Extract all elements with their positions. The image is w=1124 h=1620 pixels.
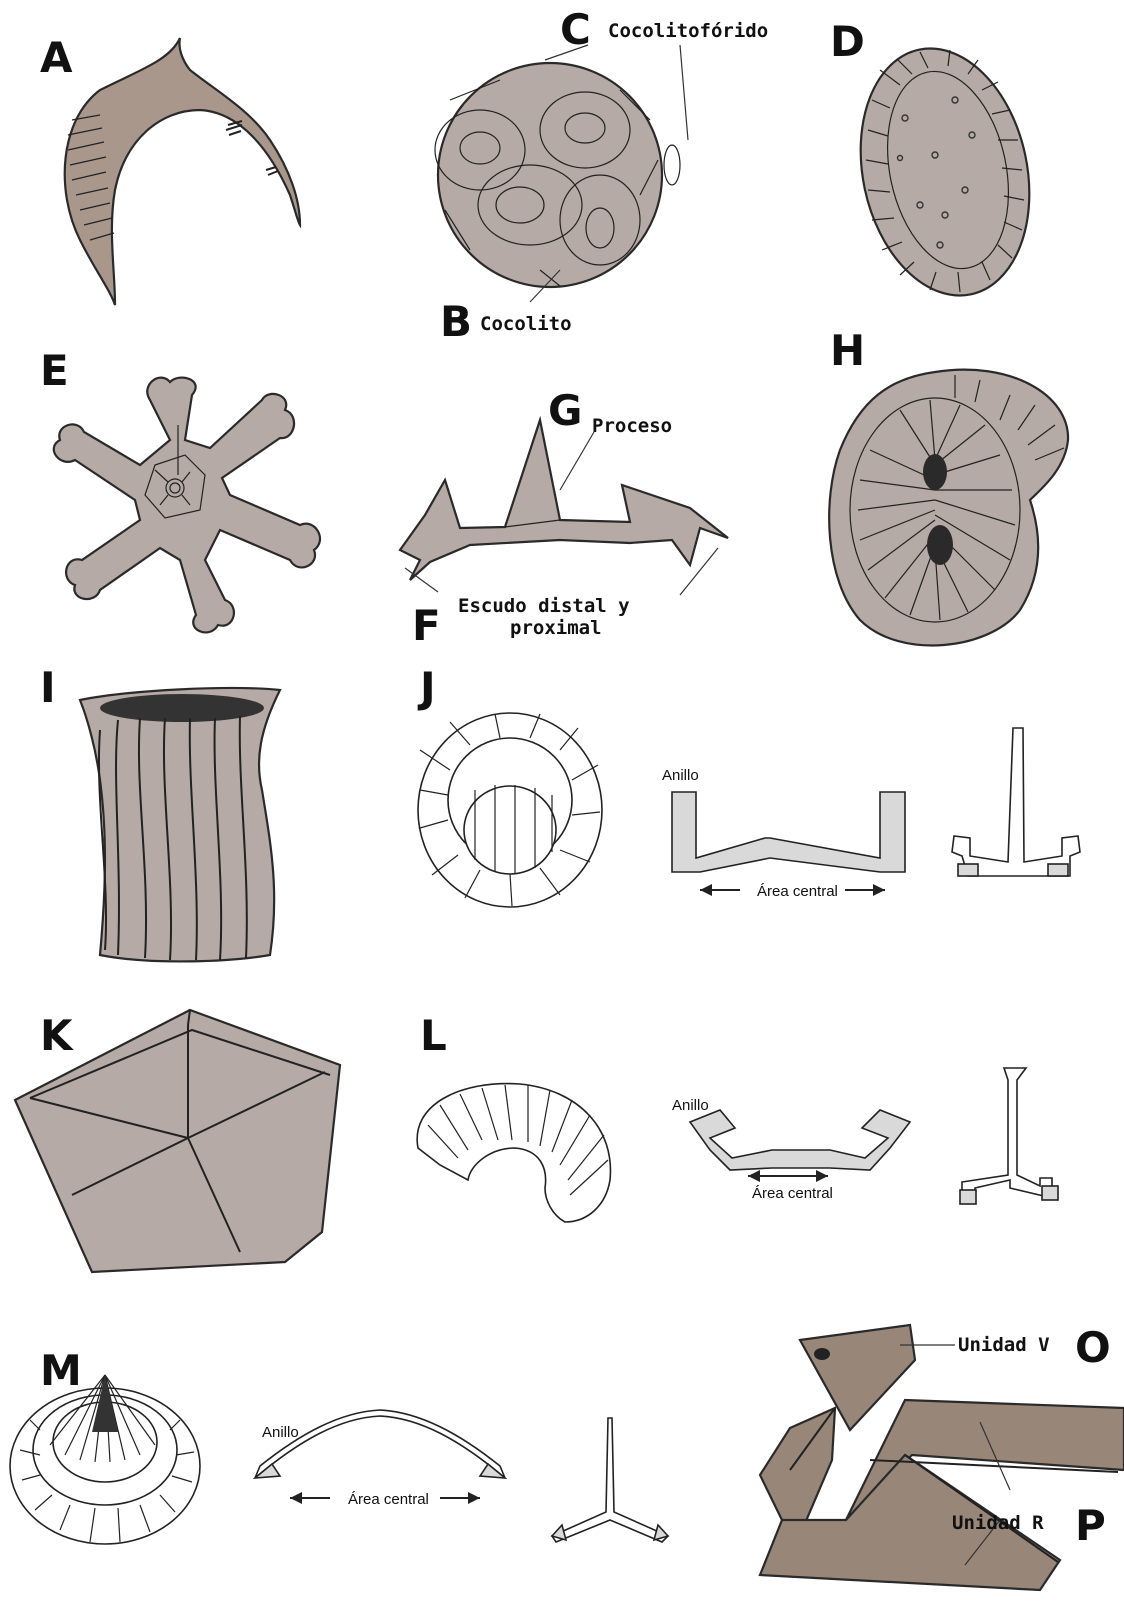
label-unidad-v: Unidad V — [958, 1334, 1050, 1356]
m-area-arrowhead-right — [468, 1492, 480, 1504]
figure-l-ring — [417, 1084, 610, 1222]
panel-label-d: D — [830, 17, 865, 66]
l-area-arrowhead-left — [748, 1170, 760, 1182]
l-area-arrowhead-right — [816, 1170, 828, 1182]
figure-c-coccosphere — [435, 63, 680, 287]
figure-e — [54, 378, 320, 633]
label-proceso: Proceso — [592, 415, 672, 437]
figure-m-process — [552, 1418, 668, 1542]
panel-label-a: A — [40, 33, 73, 82]
panel-label-g: G — [548, 386, 582, 435]
figure-o-p — [760, 1325, 1124, 1590]
m-label-area-central: Área central — [348, 1491, 429, 1508]
figure-j-process — [952, 728, 1080, 876]
panel-label-c: C — [560, 5, 591, 54]
j-label-anillo: Anillo — [662, 767, 699, 784]
figure-m-section — [255, 1410, 505, 1478]
leader-coccolithophore-2 — [680, 45, 688, 140]
leader-proceso — [560, 432, 594, 490]
figure-i — [80, 688, 280, 961]
m-area-arrowhead-left — [290, 1492, 302, 1504]
figure-l-process — [960, 1068, 1058, 1204]
label-cocolitoforido: Cocolitofórido — [608, 20, 768, 42]
l-label-anillo: Anillo — [672, 1097, 709, 1114]
l-label-area-central: Área central — [752, 1185, 833, 1202]
panel-label-p: P — [1075, 1501, 1106, 1550]
panel-label-o: O — [1075, 1323, 1111, 1372]
m-label-anillo: Anillo — [262, 1424, 299, 1441]
panel-label-k: K — [40, 1011, 74, 1060]
figure-j-section — [672, 792, 905, 872]
j-label-area-central: Área central — [757, 883, 838, 900]
panel-label-h: H — [830, 326, 865, 375]
figure-a — [65, 38, 300, 305]
j-area-arrowhead-right — [873, 884, 885, 896]
panel-label-b: B — [440, 297, 472, 346]
label-escudo-line1: Escudo distal y — [458, 595, 630, 617]
label-escudo-line2: proximal — [510, 617, 602, 639]
j-area-arrowhead-left — [700, 884, 712, 896]
figure-d — [839, 33, 1051, 312]
panel-label-e: E — [40, 346, 69, 395]
figure-j-ring — [418, 713, 602, 907]
label-unidad-r: Unidad R — [952, 1512, 1044, 1534]
panel-label-m: M — [40, 1346, 82, 1395]
panel-label-l: L — [420, 1011, 447, 1060]
figure-l-section — [690, 1110, 910, 1170]
panel-label-i: I — [40, 663, 56, 712]
panel-label-j: J — [417, 663, 436, 712]
figure-m-cone — [10, 1375, 200, 1544]
figure-h — [829, 370, 1068, 646]
figure-f-g — [400, 420, 728, 580]
label-cocolito: Cocolito — [480, 313, 572, 335]
panel-label-f: F — [412, 601, 441, 650]
